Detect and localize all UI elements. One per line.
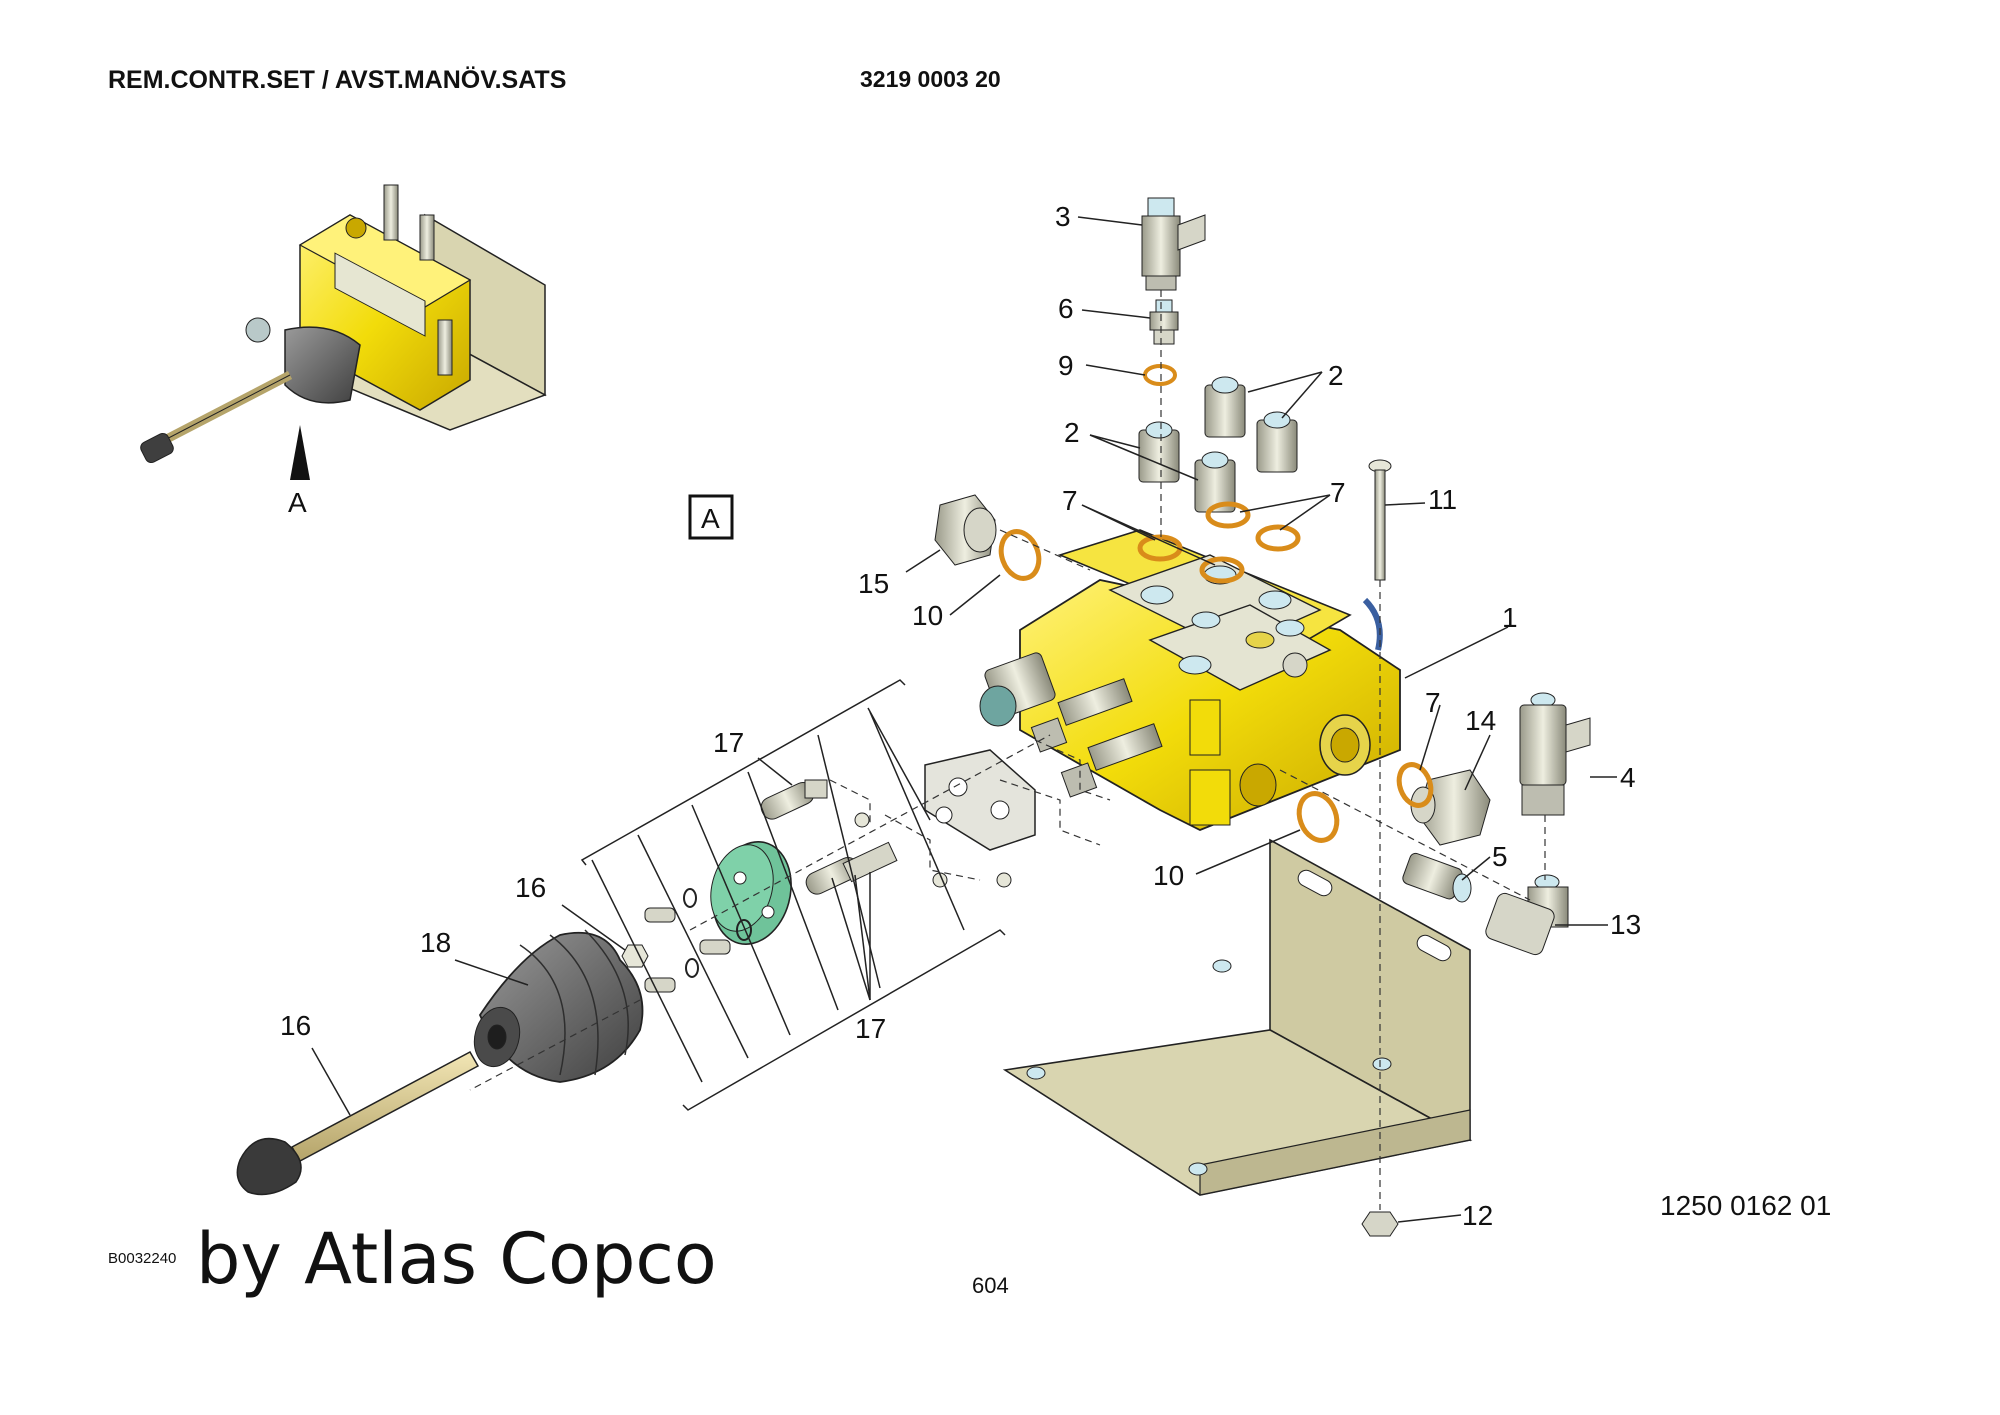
callout-16-upper: 16 bbox=[515, 872, 546, 903]
rubber-boot-18 bbox=[473, 929, 644, 1083]
page-header-part-number: 3219 0003 20 bbox=[860, 66, 1001, 92]
seal-ring-10-lower bbox=[1296, 791, 1340, 843]
assembly-axis-lines bbox=[469, 290, 1546, 1210]
green-flange bbox=[710, 841, 792, 945]
callout-5: 5 bbox=[1492, 841, 1508, 872]
plug-14 bbox=[1410, 769, 1491, 846]
callout-3: 3 bbox=[1055, 201, 1071, 232]
callout-2-right: 2 bbox=[1328, 360, 1344, 391]
callout-4: 4 bbox=[1620, 762, 1636, 793]
drawing-number: 1250 0162 01 bbox=[1660, 1190, 1832, 1221]
callout-15: 15 bbox=[858, 568, 889, 599]
mounting-bracket bbox=[1002, 838, 1473, 1196]
flange-plate bbox=[924, 749, 1036, 851]
view-callout-label: A bbox=[701, 503, 720, 534]
callout-18: 18 bbox=[420, 927, 451, 958]
elbow-fitting-13 bbox=[1485, 874, 1569, 956]
plug-15 bbox=[934, 494, 997, 566]
callout-16-lower: 16 bbox=[280, 1010, 311, 1041]
nut-12 bbox=[1361, 1211, 1399, 1237]
callout-7-left: 7 bbox=[1062, 485, 1078, 516]
callout-12: 12 bbox=[1462, 1200, 1493, 1231]
grouping-bracket bbox=[580, 679, 1006, 1111]
callout-17-upper: 17 bbox=[713, 727, 744, 758]
callout-leader-lines bbox=[311, 216, 1617, 1223]
page-header-title: REM.CONTR.SET / AVST.MANÖV.SATS bbox=[108, 66, 567, 94]
check-valves-2 bbox=[1138, 376, 1298, 513]
seal-ring-10-upper bbox=[998, 529, 1042, 581]
callout-1: 1 bbox=[1502, 602, 1518, 633]
view-marker-label: A bbox=[288, 487, 307, 518]
callout-2-left: 2 bbox=[1064, 417, 1080, 448]
callout-11: 11 bbox=[1428, 484, 1457, 515]
callout-14: 14 bbox=[1465, 705, 1496, 736]
reference-code: B0032240 bbox=[108, 1250, 177, 1267]
fitting-4 bbox=[1519, 692, 1591, 816]
callout-7-right: 7 bbox=[1330, 477, 1346, 508]
fitting-6 bbox=[1149, 299, 1179, 345]
view-callout-box bbox=[688, 494, 734, 540]
bolt-11 bbox=[1368, 459, 1392, 581]
seal-rings-7 bbox=[1137, 501, 1301, 584]
screws-and-washers bbox=[621, 888, 752, 993]
callout-17-lower: 17 bbox=[855, 1013, 886, 1044]
callout-labels: 1 2 2 3 4 5 6 7 7 7 9 10 10 11 12 13 14 … bbox=[280, 201, 1641, 1231]
fitting-3 bbox=[1141, 197, 1206, 291]
fitting-5 bbox=[1402, 852, 1472, 903]
seal-ring-9 bbox=[1143, 364, 1177, 386]
callout-9: 9 bbox=[1058, 350, 1074, 381]
control-lever-16 bbox=[236, 1050, 480, 1196]
control-valve-body bbox=[979, 529, 1401, 831]
watermark-text: by Atlas Copco bbox=[196, 1218, 717, 1300]
callout-7-side: 7 bbox=[1425, 687, 1441, 718]
page-number: 604 bbox=[972, 1273, 1009, 1298]
callout-6: 6 bbox=[1058, 293, 1074, 324]
detail-view-assembly bbox=[140, 184, 547, 480]
callout-10-upper: 10 bbox=[912, 600, 943, 631]
callout-10-lower: 10 bbox=[1153, 860, 1184, 891]
callout-13: 13 bbox=[1610, 909, 1641, 940]
seal-ring-7-side bbox=[1396, 762, 1434, 808]
